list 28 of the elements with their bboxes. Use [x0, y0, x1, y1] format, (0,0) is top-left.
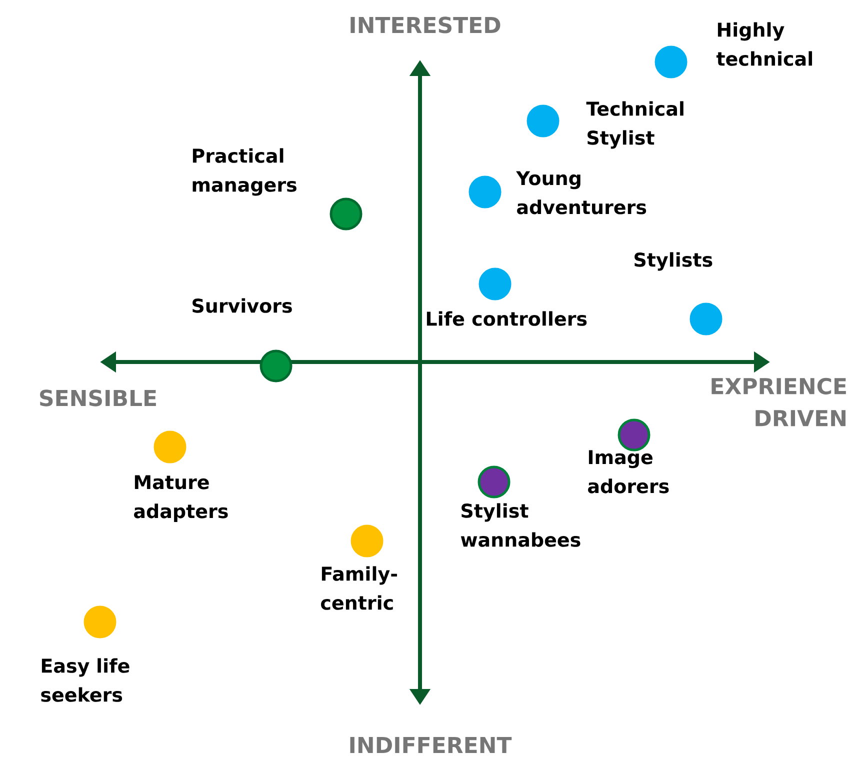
data-point: [84, 606, 116, 638]
axis-label: SENSIBLE: [40, 390, 156, 406]
data-point: [478, 268, 512, 300]
data-point: [654, 46, 688, 78]
point-label: Easy life seekers: [41, 658, 130, 702]
data-point: [330, 198, 362, 230]
point-label: Survivors: [192, 298, 292, 313]
data-point: [154, 430, 186, 464]
axis-label: EXPRIENCE DRIVEN: [712, 378, 846, 426]
data-point: [478, 466, 510, 498]
point-label: Life controllers: [426, 311, 587, 326]
axis-label: INTERESTED: [350, 16, 500, 34]
point-label: Highly technical: [716, 22, 812, 66]
point-label: Stylists: [634, 252, 712, 271]
point-label: Image adorers: [588, 450, 669, 494]
point-label: Practical managers: [192, 148, 296, 196]
point-label: Technical Stylist: [586, 101, 684, 149]
data-point: [690, 302, 722, 336]
data-point: [526, 104, 560, 138]
point-label: Family-centric: [321, 566, 397, 610]
data-point: [468, 176, 502, 208]
data-point: [260, 350, 292, 382]
point-label: Mature adapters: [134, 475, 228, 522]
axis-label: INDIFFERENT: [350, 736, 512, 754]
data-point: [350, 524, 384, 558]
data-point: [618, 418, 650, 452]
point-label: Stylist wannabees: [460, 503, 580, 547]
point-label: Young adventurers: [516, 171, 646, 214]
